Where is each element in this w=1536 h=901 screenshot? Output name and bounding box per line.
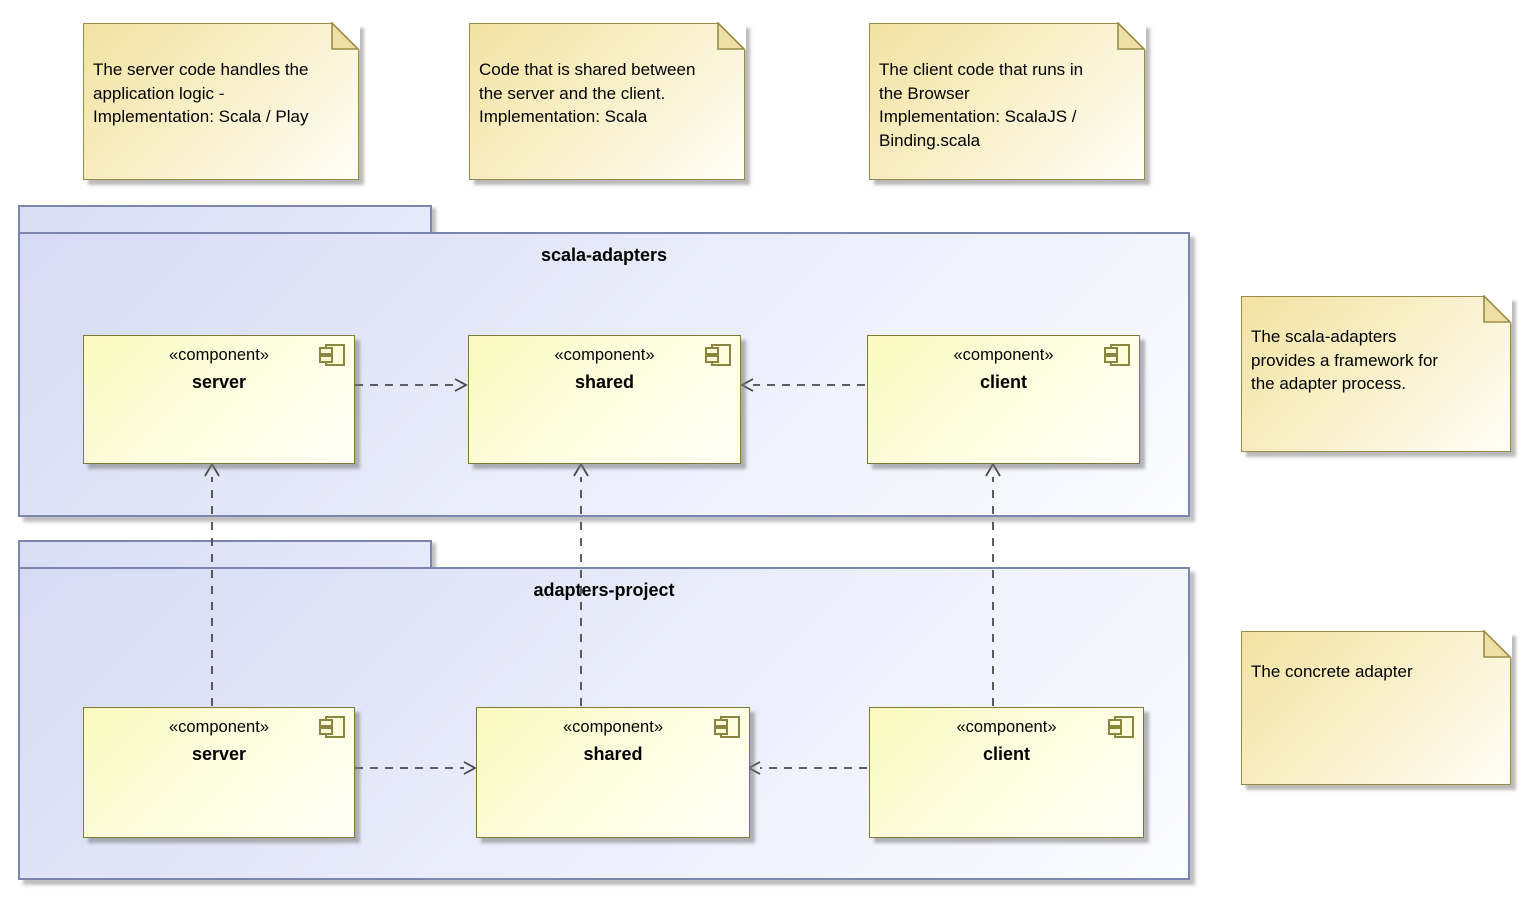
- package-title-adapters-project: adapters-project: [533, 580, 675, 600]
- component-icon: [1108, 716, 1134, 738]
- component-icon: [705, 344, 731, 366]
- folded-corner-icon: [1483, 295, 1512, 324]
- component-adapters-project-client: «component» client: [869, 707, 1144, 838]
- component-adapters-project-shared: «component» shared: [476, 707, 750, 838]
- component-stereotype: «component»: [554, 346, 655, 364]
- component-stereotype: «component»: [953, 346, 1054, 364]
- folded-corner-icon: [331, 22, 360, 51]
- component-name: shared: [574, 372, 635, 392]
- component-adapters-project-server: «component» server: [83, 707, 355, 838]
- component-scala-adapters-shared: «component» shared: [468, 335, 741, 464]
- component-icon: [319, 344, 345, 366]
- component-icon: [714, 716, 740, 738]
- component-icon: [319, 716, 345, 738]
- folded-corner-icon: [717, 22, 746, 51]
- component-name: server: [191, 372, 247, 392]
- package-tab-adapters-project: [18, 540, 432, 569]
- component-name: client: [982, 744, 1030, 764]
- component-name: server: [191, 744, 247, 764]
- note-concrete-adapter: The concrete adapter: [1241, 630, 1512, 785]
- component-stereotype: «component»: [956, 718, 1057, 736]
- component-scala-adapters-client: «component» client: [867, 335, 1140, 464]
- component-icon: [1104, 344, 1130, 366]
- folded-corner-icon: [1117, 22, 1146, 51]
- package-title-scala-adapters: scala-adapters: [540, 245, 668, 265]
- component-name: client: [979, 372, 1027, 392]
- package-tab-scala-adapters: [18, 205, 432, 234]
- component-name: shared: [583, 744, 643, 764]
- component-stereotype: «component»: [563, 718, 663, 736]
- component-scala-adapters-server: «component» server: [83, 335, 355, 464]
- note-text: The concrete adapter: [1251, 662, 1413, 681]
- component-stereotype: «component»: [169, 718, 269, 736]
- folded-corner-icon: [1483, 630, 1512, 659]
- component-stereotype: «component»: [169, 346, 269, 364]
